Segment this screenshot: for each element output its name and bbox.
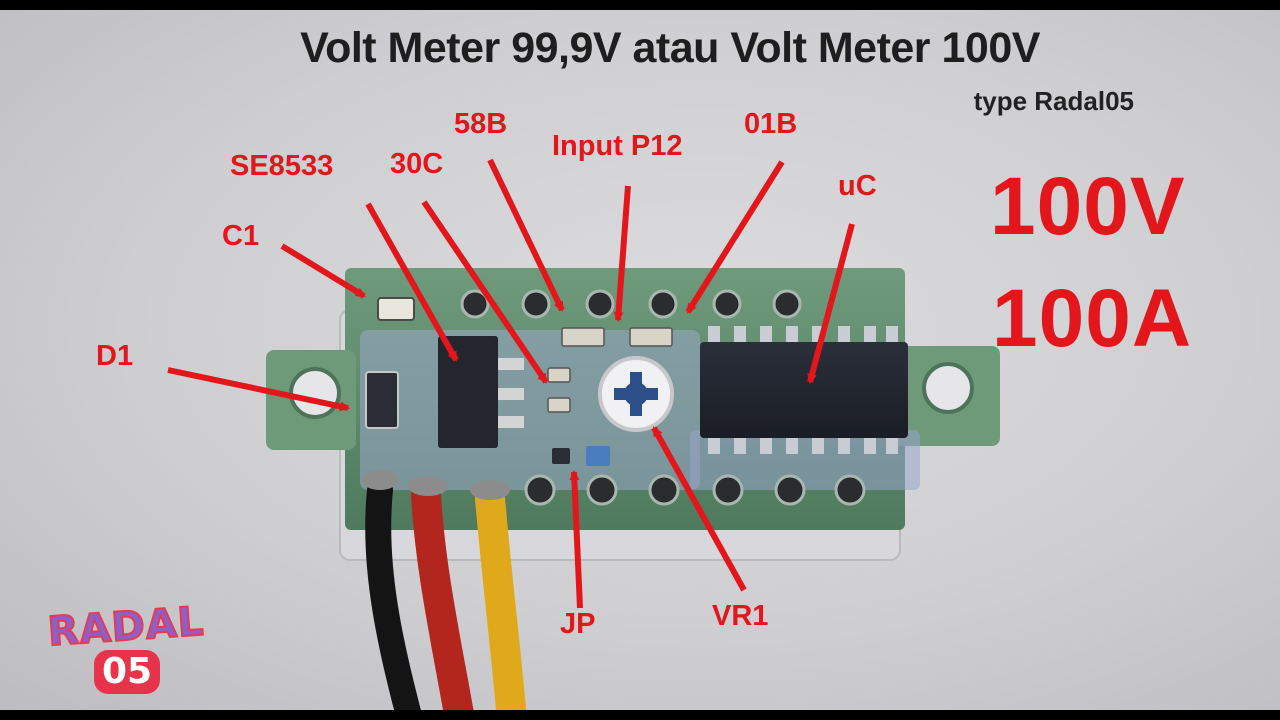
microcontroller-uc [700,326,908,454]
resistor-01b [629,327,673,347]
diode-d1 [365,371,399,429]
logo-text-top: RADAL [45,598,206,657]
arrow-vr1 [651,426,747,592]
voltmeter-board-photo [167,158,1000,710]
annotation-arrows [167,158,855,609]
mount-hole-left [289,367,341,419]
capacitor-c1 [377,297,415,321]
label-uc: uC [838,170,877,202]
arrow-58b [487,158,565,312]
radal05-logo: RADAL 05 [36,598,216,704]
regulator-se8533 [438,336,498,448]
arrow-30c [421,200,549,384]
wire-red [411,479,474,710]
label-01b: 01B [744,108,798,140]
label-c1: C1 [222,220,260,252]
label-input-p12: Input P12 [552,130,683,162]
arrow-se8533 [365,202,459,362]
wire-yellow [475,483,527,710]
label-se8533: SE8533 [230,150,334,182]
label-d1: D1 [96,340,134,372]
arrow-jp [569,470,583,609]
header-pins-bottom [524,474,866,506]
header-pins-top [460,289,802,319]
arrow-c1 [280,243,366,299]
arrow-uc [807,223,855,384]
arrow-01b [685,160,785,314]
page-title: Volt Meter 99,9V atau Volt Meter 100V [300,24,1040,72]
photo-frame: Volt Meter 99,9V atau Volt Meter 100V ty… [0,10,1280,710]
page-subtitle: type Radal05 [973,86,1134,116]
spec-volt: 100V [990,161,1186,252]
label-vr1: VR1 [712,600,769,632]
logo-text-bottom: 05 [94,650,160,694]
label-30c: 30C [390,148,444,180]
wire-black [365,477,421,710]
spec-amp: 100A [992,273,1193,364]
mount-hole-right [922,362,974,414]
jumper-jp [552,448,570,464]
label-jp: JP [560,608,596,640]
arrow-d1 [167,367,350,412]
arrow-input [613,185,631,322]
resistor-58b [561,327,605,347]
resistor-30c [547,367,571,383]
label-58b: 58B [454,108,508,140]
